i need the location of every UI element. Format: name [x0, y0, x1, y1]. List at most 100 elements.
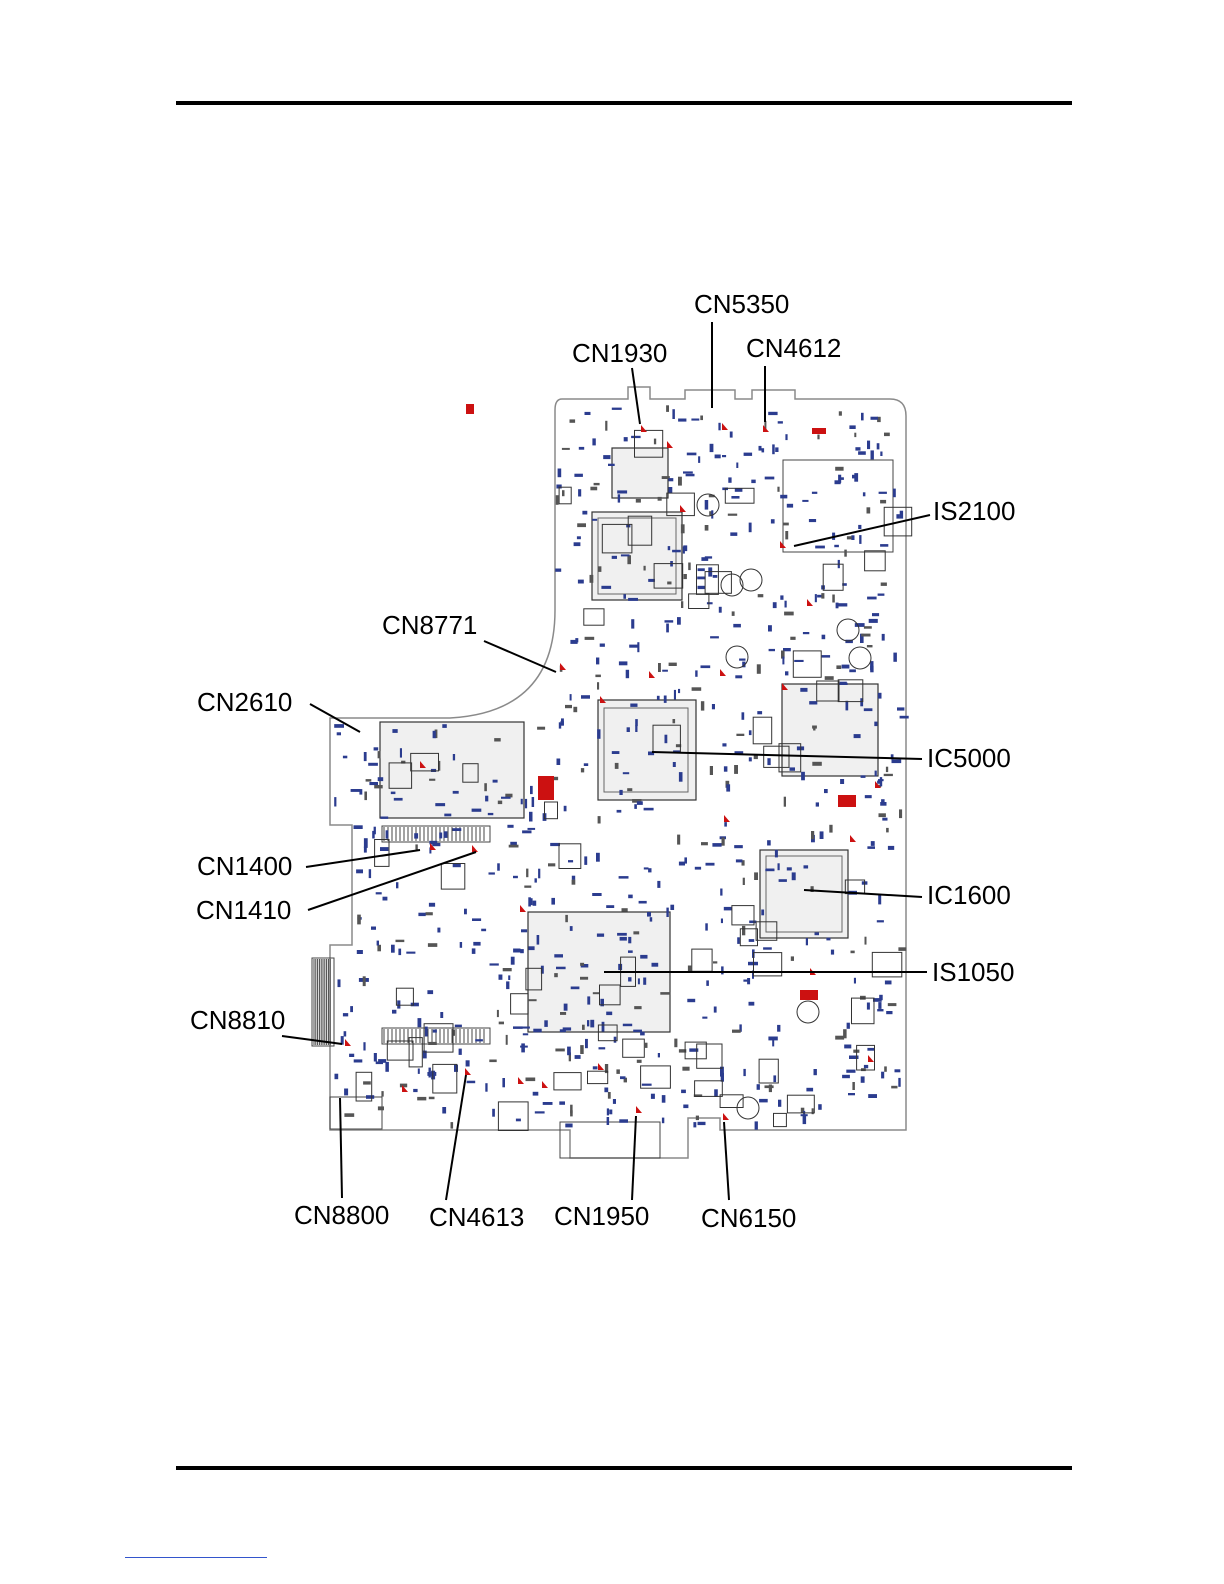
- smd-part: [820, 831, 824, 839]
- smd-part: [587, 1020, 589, 1026]
- smd-part: [392, 1010, 396, 1014]
- smd-part: [722, 838, 725, 846]
- smd-part: [526, 1078, 536, 1082]
- smd-part: [658, 1053, 660, 1057]
- smd-part: [597, 682, 599, 689]
- smd-part: [580, 1045, 584, 1054]
- smd-part: [380, 817, 388, 819]
- smd-part: [878, 693, 882, 699]
- smd-part: [736, 859, 743, 862]
- leader-cn1400: [306, 850, 420, 867]
- smd-part: [800, 688, 807, 692]
- smd-part: [724, 766, 728, 771]
- smd-part: [453, 791, 459, 794]
- smd-part: [806, 938, 808, 945]
- smd-part: [429, 1068, 431, 1078]
- label-cn1930: CN1930: [572, 338, 667, 368]
- smd-part: [510, 842, 517, 845]
- smd-part: [804, 865, 809, 868]
- label-cn4612: CN4612: [746, 333, 841, 363]
- smd-part: [878, 1002, 881, 1009]
- smd-part: [791, 956, 794, 961]
- smd-part: [359, 789, 362, 795]
- smd-part: [715, 455, 721, 459]
- smd-part: [570, 926, 573, 931]
- smd-part: [888, 846, 894, 850]
- smd-part: [787, 504, 793, 508]
- smd-part: [684, 857, 687, 863]
- smd-part: [511, 957, 515, 965]
- smd-part: [697, 577, 705, 580]
- smd-part: [713, 575, 718, 578]
- smd-part: [815, 594, 817, 602]
- smd-part: [628, 937, 631, 943]
- smd-part: [886, 1011, 892, 1014]
- capacitor-circle: [849, 647, 871, 669]
- smd-part: [669, 663, 677, 666]
- smd-part: [386, 830, 389, 838]
- chip-ic1600: [760, 850, 848, 938]
- smd-part: [821, 593, 824, 599]
- smd-part: [592, 519, 597, 521]
- smd-part: [343, 1013, 348, 1016]
- smd-part: [638, 978, 640, 984]
- smd-part: [619, 790, 622, 795]
- smd-part: [554, 954, 563, 957]
- smd-part: [337, 732, 341, 735]
- smd-part: [666, 908, 668, 917]
- smd-part: [526, 869, 528, 878]
- smd-part: [854, 734, 861, 738]
- smd-part: [366, 779, 372, 782]
- smd-part: [867, 645, 873, 647]
- smd-part: [335, 1074, 339, 1080]
- smd-part: [761, 910, 764, 916]
- smd-part: [814, 1069, 817, 1075]
- smd-part: [677, 617, 681, 625]
- smd-part: [622, 908, 628, 911]
- smd-part: [773, 1075, 776, 1082]
- smd-part: [571, 987, 580, 990]
- smd-part: [538, 869, 540, 879]
- smd-part: [858, 525, 861, 529]
- red-component: [812, 428, 826, 434]
- smd-part: [581, 768, 584, 772]
- smd-part: [780, 595, 783, 599]
- label-cn4613: CN4613: [429, 1202, 524, 1232]
- smd-part: [880, 500, 886, 504]
- smd-part: [640, 1032, 645, 1036]
- smd-part: [596, 853, 600, 862]
- smd-part: [619, 876, 629, 879]
- smd-part: [688, 966, 691, 972]
- smd-part: [867, 846, 875, 849]
- smd-part: [882, 634, 885, 641]
- smd-part: [607, 1108, 609, 1115]
- pin1-marker: [649, 671, 655, 678]
- connector-cn1400-comb: [382, 826, 490, 842]
- smd-part: [464, 909, 467, 915]
- smd-part: [377, 941, 379, 946]
- smd-part: [737, 937, 740, 944]
- smd-part: [413, 1089, 417, 1092]
- smd-part: [782, 657, 784, 665]
- smd-part: [597, 729, 600, 739]
- smd-part: [684, 574, 687, 579]
- smd-part: [734, 765, 738, 774]
- smd-part: [444, 831, 448, 838]
- smd-part: [617, 933, 627, 936]
- smd-part: [460, 942, 462, 948]
- smd-part: [825, 676, 834, 680]
- smd-part: [755, 1121, 758, 1129]
- smd-part: [592, 893, 601, 896]
- leader-cn1410: [308, 852, 476, 910]
- smd-part: [585, 412, 591, 415]
- smd-part: [736, 734, 744, 736]
- smd-part: [581, 695, 590, 699]
- label-is2100: IS2100: [933, 496, 1015, 526]
- component-box: [623, 1039, 645, 1057]
- smd-part: [485, 796, 488, 802]
- capacitor-circle: [721, 574, 743, 596]
- smd-part: [565, 1124, 572, 1128]
- smd-part: [743, 878, 745, 885]
- smd-part: [473, 942, 480, 946]
- smd-part: [630, 704, 637, 707]
